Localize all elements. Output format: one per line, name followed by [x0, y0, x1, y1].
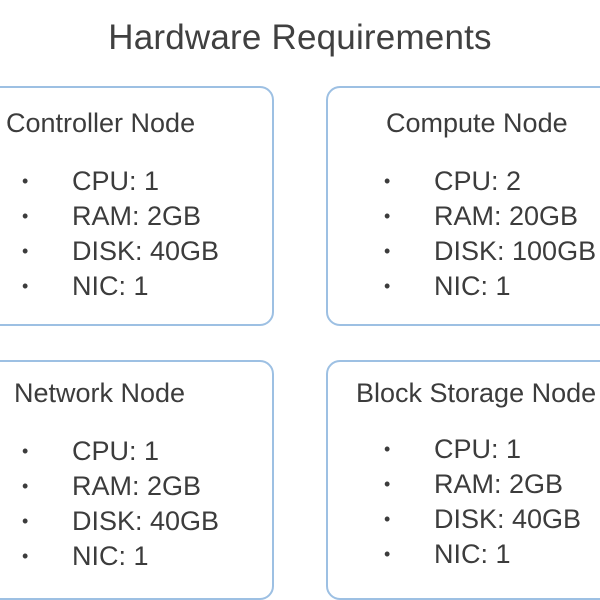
spec-list: • CPU: 1 • RAM: 2GB • DISK: 40GB • NIC: 1 — [22, 434, 219, 574]
spec-text: RAM: 20GB — [434, 201, 579, 231]
bullet-icon: • — [384, 474, 391, 494]
spec-item-ram: • RAM: 2GB — [384, 467, 581, 502]
spec-text: CPU: 1 — [434, 434, 522, 464]
bullet-icon: • — [22, 511, 29, 531]
spec-text: DISK: 40GB — [72, 506, 220, 536]
spec-list: • CPU: 1 • RAM: 2GB • DISK: 40GB • NIC: 1 — [384, 432, 581, 572]
spec-item-cpu: • CPU: 1 — [22, 164, 219, 199]
bullet-icon: • — [22, 546, 29, 566]
bullet-icon: • — [22, 476, 29, 496]
spec-item-disk: • DISK: 40GB — [22, 234, 219, 269]
spec-text: NIC: 1 — [434, 539, 511, 569]
spec-item-ram: • RAM: 20GB — [384, 199, 596, 234]
spec-item-disk: • DISK: 100GB — [384, 234, 596, 269]
spec-list: • CPU: 1 • RAM: 2GB • DISK: 40GB • NIC: 1 — [22, 164, 219, 304]
spec-text: NIC: 1 — [72, 271, 149, 301]
spec-text: DISK: 40GB — [434, 504, 582, 534]
spec-text: RAM: 2GB — [72, 471, 202, 501]
compute-node-box: Compute Node • CPU: 2 • RAM: 20GB • DISK: 1… — [326, 86, 600, 326]
node-title: Compute Node — [386, 108, 568, 138]
spec-text: NIC: 1 — [434, 271, 511, 301]
block-storage-node-box: Block Storage Node • CPU: 1 • RAM: 2GB • DI… — [326, 360, 600, 600]
bullet-icon: • — [22, 276, 29, 296]
spec-list: • CPU: 2 • RAM: 20GB • DISK: 100GB • NIC: 1 — [384, 164, 596, 304]
spec-text: CPU: 1 — [72, 166, 160, 196]
spec-text: NIC: 1 — [72, 541, 149, 571]
bullet-icon: • — [384, 509, 391, 529]
spec-text: DISK: 40GB — [72, 236, 220, 266]
spec-item-cpu: • CPU: 1 — [384, 432, 581, 467]
spec-text: CPU: 1 — [72, 436, 160, 466]
spec-item-nic: • NIC: 1 — [384, 269, 596, 304]
spec-text: DISK: 100GB — [434, 236, 597, 266]
spec-item-ram: • RAM: 2GB — [22, 469, 219, 504]
spec-item-nic: • NIC: 1 — [384, 537, 581, 572]
node-title: Controller Node — [6, 108, 196, 138]
bullet-icon: • — [384, 206, 391, 226]
spec-text: CPU: 2 — [434, 166, 522, 196]
node-title: Network Node — [14, 378, 186, 408]
bullet-icon: • — [22, 441, 29, 461]
spec-item-nic: • NIC: 1 — [22, 539, 219, 574]
bullet-icon: • — [22, 241, 29, 261]
spec-item-disk: • DISK: 40GB — [22, 504, 219, 539]
controller-node-box: Controller Node • CPU: 1 • RAM: 2GB • DISK:… — [0, 86, 274, 326]
bullet-icon: • — [384, 241, 391, 261]
spec-item-cpu: • CPU: 2 — [384, 164, 596, 199]
spec-text: RAM: 2GB — [434, 469, 564, 499]
spec-item-nic: • NIC: 1 — [22, 269, 219, 304]
node-title: Block Storage Node — [356, 378, 597, 408]
spec-item-cpu: • CPU: 1 — [22, 434, 219, 469]
spec-item-disk: • DISK: 40GB — [384, 502, 581, 537]
network-node-box: Network Node • CPU: 1 • RAM: 2GB • DISK: 40… — [0, 360, 274, 600]
bullet-icon: • — [384, 544, 391, 564]
page-title: Hardware Requirements — [108, 18, 492, 57]
bullet-icon: • — [384, 171, 391, 191]
spec-item-ram: • RAM: 2GB — [22, 199, 219, 234]
spec-text: RAM: 2GB — [72, 201, 202, 231]
bullet-icon: • — [384, 439, 391, 459]
bullet-icon: • — [22, 206, 29, 226]
bullet-icon: • — [384, 276, 391, 296]
bullet-icon: • — [22, 171, 29, 191]
